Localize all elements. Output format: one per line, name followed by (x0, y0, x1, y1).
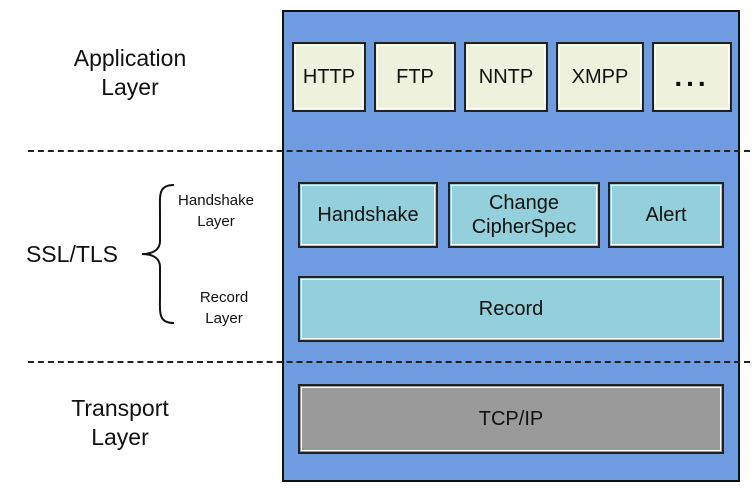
curly-brace-icon (141, 184, 175, 324)
protocol-box-xmpp: XMPP (556, 42, 644, 112)
protocol-box-nntp: NNTP (464, 42, 548, 112)
protocol-box-alert: Alert (608, 182, 724, 248)
layer-divider-ssl-transport (28, 361, 750, 363)
handshake-layer-label: Handshake Layer (178, 192, 254, 230)
transport-layer-label: Transport Layer (71, 395, 169, 450)
protocol-box-ftp: FTP (374, 42, 456, 112)
protocol-box-change-cipherspec: Change CipherSpec (448, 182, 600, 248)
protocol-box-http: HTTP (292, 42, 366, 112)
application-layer-label: Application Layer (73, 45, 187, 100)
protocol-box-handshake: Handshake (298, 182, 438, 248)
ssl-tls-label: SSL/TLS (25, 241, 119, 267)
protocol-box-record: Record (298, 276, 724, 342)
record-layer-label: Record Layer (199, 289, 249, 327)
protocol-box-more: ... (652, 42, 732, 112)
protocol-box-tcp-ip: TCP/IP (298, 384, 724, 454)
protocol-stack-panel: HTTP FTP NNTP XMPP ... Handshake Change … (282, 10, 740, 482)
layer-divider-application-ssl (28, 150, 750, 152)
